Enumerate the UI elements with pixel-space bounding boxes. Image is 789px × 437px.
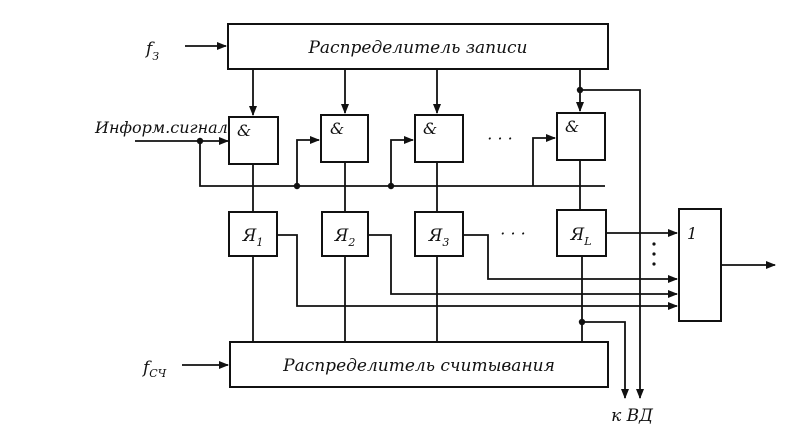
- cell-2: Я2: [321, 211, 369, 257]
- cells-ellipsis: · · ·: [500, 224, 525, 243]
- svg-text:&: &: [237, 121, 251, 140]
- write-clock-input: fЗ: [144, 39, 227, 63]
- write-distributor-label: Распределитель записи: [307, 38, 527, 58]
- and-gate-2: &: [320, 114, 369, 163]
- read-clock-input: fСЧ: [141, 358, 229, 380]
- write-strobe-lines: [249, 69, 644, 399]
- svg-text:&: &: [423, 119, 437, 138]
- read-distributor: Распределитель считывания: [229, 341, 609, 388]
- svg-text:&: &: [330, 119, 344, 138]
- info-signal-input: Информ.сигнал: [94, 118, 605, 190]
- output-to-vd-label: к ВД: [611, 406, 654, 426]
- and-gates-ellipsis: · · ·: [487, 129, 512, 148]
- or-gate: 1: [678, 208, 776, 322]
- read-clock-label: fСЧ: [141, 358, 167, 380]
- info-signal-label: Информ.сигнал: [94, 118, 228, 137]
- and-gate-1: &: [228, 116, 279, 165]
- svg-text:Я3: Я3: [428, 226, 450, 249]
- svg-text:ЯL: ЯL: [569, 225, 591, 248]
- svg-text:Я2: Я2: [334, 226, 356, 249]
- write-clock-main: f: [144, 39, 155, 59]
- and-gate-L: &: [556, 112, 606, 161]
- and-gate-3: &: [414, 114, 464, 163]
- cell-3: Я3: [414, 211, 464, 257]
- read-clock-sub: СЧ: [149, 367, 166, 380]
- read-distributor-label: Распределитель считывания: [282, 356, 555, 376]
- svg-text:1: 1: [687, 224, 697, 243]
- svg-text:Я1: Я1: [242, 226, 264, 249]
- svg-text:&: &: [565, 117, 579, 136]
- and-to-cell-lines: [252, 160, 581, 212]
- cell-to-or-lines: [277, 229, 678, 310]
- cell-to-read-lines: [252, 256, 629, 399]
- write-clock-label: fЗ: [144, 39, 159, 63]
- write-clock-sub: З: [152, 50, 159, 63]
- write-distributor: Распределитель записи: [227, 23, 609, 70]
- cell-1: Я1: [228, 211, 278, 257]
- read-clock-main: f: [141, 358, 152, 378]
- cell-L: ЯL: [556, 209, 607, 257]
